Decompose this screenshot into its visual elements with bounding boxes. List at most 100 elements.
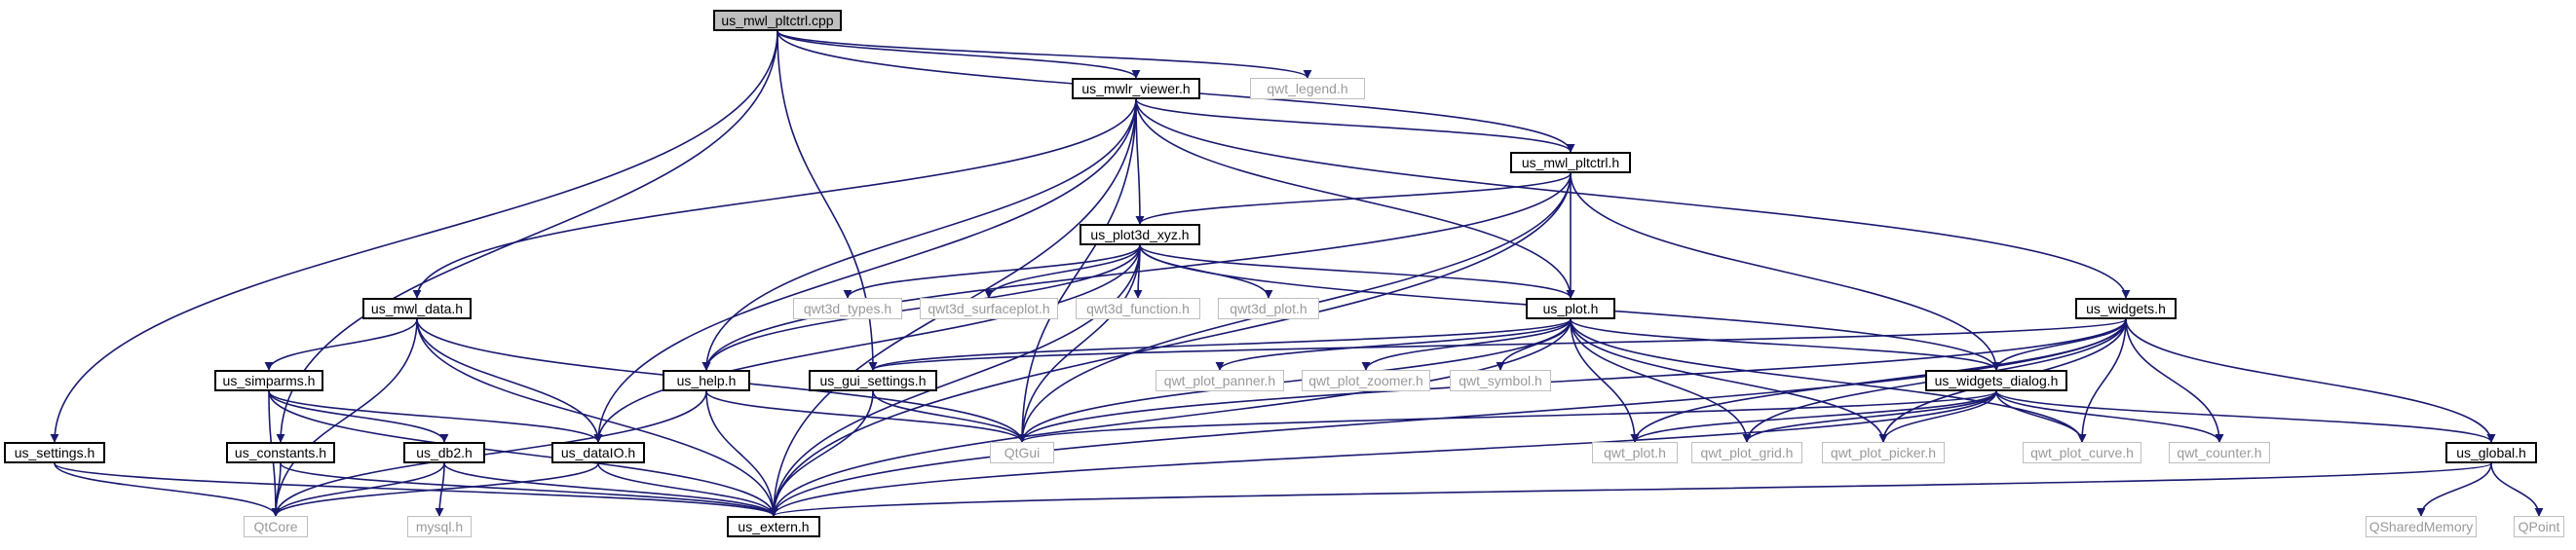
edge-us_global_h-to-QPoint: [2490, 462, 2544, 517]
edge-us_plot_h-to-us_extern_h: [769, 318, 1572, 517]
edge-us_mwlr_viewer_h-to-us_help_h: [701, 98, 1137, 371]
edge-us_settings_h-to-QtCore: [54, 462, 281, 517]
node-qwt-plot-picker-h: qwt_plot_picker.h: [1822, 442, 1945, 463]
edge-us_plot_h-to-QtGui: [1017, 318, 1572, 443]
edge-us_plot_h-to-qwt_plot_h: [1570, 318, 1640, 443]
edge-us_mwlr_viewer_h-to-us_widgets_h: [1135, 98, 2131, 299]
node-us-simparms-h[interactable]: us_simparms.h: [214, 370, 323, 391]
node-us-extern-h[interactable]: us_extern.h: [727, 516, 820, 537]
edge-us_plot3d_xyz_h-to-qwt3d_surfaceplot_h: [984, 244, 1141, 299]
node-us-db2-h[interactable]: us_db2.h: [403, 442, 485, 463]
node-us-mwl-pltctrl-cpp: us_mwl_pltctrl.cpp: [713, 10, 842, 31]
node-qwt-symbol-h: qwt_symbol.h: [1450, 370, 1551, 391]
edge-us_help_h-to-us_extern_h: [705, 390, 778, 517]
node-qwt3d-types-h: qwt3d_types.h: [793, 298, 902, 319]
edge-us_mwl_data_h-to-QtCore: [271, 318, 418, 517]
node-qwt-counter-h: qwt_counter.h: [2169, 442, 2270, 463]
edge-us_mwlr_viewer_h-to-us_mwl_pltctrl_h: [1135, 98, 1575, 153]
edge-us_db2_h-to-QtCore: [271, 462, 445, 517]
node-qwt3d-surfaceplot-h: qwt3d_surfaceplot.h: [920, 298, 1058, 319]
edge-us_plot3d_xyz_h-to-us_plot_h: [1139, 244, 1575, 299]
node-qwt-plot-panner-h: qwt_plot_panner.h: [1155, 370, 1284, 391]
node-us-widgets-dialog-h[interactable]: us_widgets_dialog.h: [1925, 370, 2067, 391]
edge-us_plot_h-to-us_gui_settings_h: [868, 318, 1572, 371]
edge-us_simparms_h-to-us_dataIO_h: [268, 390, 603, 443]
edge-us_mwl_pltctrl_cpp-to-us_mwlr_viewer_h: [777, 30, 1141, 79]
edge-us_mwl_pltctrl_h-to-us_plot3d_xyz_h: [1135, 172, 1572, 225]
node-us-mwlr-viewer-h[interactable]: us_mwlr_viewer.h: [1072, 78, 1200, 99]
node-qwt-plot-curve-h: qwt_plot_curve.h: [2023, 442, 2141, 463]
node-qpoint: QPoint: [2514, 516, 2564, 537]
edge-us_db2_h-to-us_extern_h: [443, 462, 778, 517]
edge-us_widgets_h-to-QtGui: [1017, 318, 2127, 443]
edge-us_dataIO_h-to-us_extern_h: [597, 462, 778, 517]
edge-us_gui_settings_h-to-us_extern_h: [769, 390, 874, 517]
edge-us_plot3d_xyz_h-to-us_dataIO_h: [593, 244, 1141, 443]
edge-us_plot_h-to-us_widgets_dialog_h: [1570, 318, 2001, 371]
node-us-constants-h[interactable]: us_constants.h: [226, 442, 335, 463]
edge-us_widgets_dialog_h-to-qwt_counter_h: [1995, 390, 2224, 443]
node-us-global-h[interactable]: us_global.h: [2445, 442, 2537, 463]
node-us-dataio-h[interactable]: us_dataIO.h: [551, 442, 645, 463]
edge-us_widgets_dialog_h-to-QtGui: [1017, 390, 1997, 443]
edge-us_mwlr_viewer_h-to-us_mwl_data_h: [412, 98, 1137, 299]
edge-us_simparms_h-to-us_extern_h: [268, 390, 778, 517]
edge-us_help_h-to-QtGui: [705, 390, 1027, 443]
edge-us_dataIO_h-to-QtCore: [271, 462, 599, 517]
edge-us_mwl_data_h-to-us_simparms_h: [264, 318, 418, 371]
node-us-mwl-data-h[interactable]: us_mwl_data.h: [362, 298, 472, 319]
node-mysql-h: mysql.h: [407, 516, 472, 537]
edge-us_mwl_pltctrl_cpp-to-us_settings_h: [50, 30, 778, 443]
node-us-mwl-pltctrl-h[interactable]: us_mwl_pltctrl.h: [1510, 152, 1631, 173]
edge-us_widgets_dialog_h-to-qwt_plot_grid_h: [1742, 390, 1997, 443]
edge-us_widgets_h-to-us_global_h: [2125, 318, 2496, 443]
edge-us_mwl_pltctrl_cpp-to-qwt_legend_h: [777, 30, 1312, 79]
edge-us_constants_h-to-us_extern_h: [280, 462, 778, 517]
node-qtcore: QtCore: [244, 516, 308, 537]
node-us-plot-h[interactable]: us_plot.h: [1526, 298, 1615, 319]
edge-us_help_h-to-QtCore: [271, 390, 707, 517]
node-qwt-plot-h: qwt_plot.h: [1592, 442, 1678, 463]
edge-us_widgets_dialog_h-to-qwt_plot_h: [1630, 390, 1997, 443]
edge-us_plot3d_xyz_h-to-qwt3d_types_h: [843, 244, 1141, 299]
node-qwt-plot-zoomer-h: qwt_plot_zoomer.h: [1302, 370, 1430, 391]
node-us-help-h[interactable]: us_help.h: [663, 370, 750, 391]
edge-us_plot3d_xyz_h-to-us_extern_h: [769, 244, 1141, 517]
edge-us_plot_h-to-qwt_plot_picker_h: [1570, 318, 1888, 443]
edge-us_settings_h-to-us_extern_h: [54, 462, 778, 517]
node-us-gui-settings-h[interactable]: us_gui_settings.h: [809, 370, 937, 391]
node-qwt-plot-grid-h: qwt_plot_grid.h: [1691, 442, 1802, 463]
edge-us_simparms_h-to-us_db2_h: [268, 390, 449, 443]
edge-us_widgets_h-to-us_gui_settings_h: [868, 318, 2127, 371]
node-qwt-legend-h: qwt_legend.h: [1250, 78, 1365, 99]
edge-us_widgets_dialog_h-to-qwt_plot_curve_h: [1995, 390, 2087, 443]
edge-us_mwl_data_h-to-us_extern_h: [416, 318, 778, 517]
edge-us_widgets_h-to-qwt_counter_h: [2125, 318, 2224, 443]
edge-us_widgets_dialog_h-to-us_extern_h: [769, 390, 1997, 517]
edge-us_mwlr_viewer_h-to-us_dataIO_h: [593, 98, 1137, 443]
node-us-settings-h[interactable]: us_settings.h: [4, 442, 105, 463]
edge-us_mwl_data_h-to-us_dataIO_h: [416, 318, 603, 443]
node-qsharedmemory: QSharedMemory: [2366, 516, 2477, 537]
edge-us_global_h-to-QSharedMemory: [2416, 462, 2492, 517]
node-qtgui: QtGui: [990, 442, 1054, 463]
edge-us_mwl_pltctrl_cpp-to-us_constants_h: [276, 30, 778, 443]
edge-us_mwl_pltctrl_h-to-us_widgets_dialog_h: [1570, 172, 2001, 371]
node-us-widgets-h[interactable]: us_widgets.h: [2075, 298, 2177, 319]
edge-us_mwl_pltctrl_h-to-us_extern_h: [769, 172, 1572, 517]
edge-us_mwlr_viewer_h-to-QtGui: [1017, 98, 1137, 443]
edge-us_plot_h-to-qwt_plot_grid_h: [1570, 318, 1752, 443]
node-qwt3d-function-h: qwt3d_function.h: [1076, 298, 1200, 319]
edge-us_widgets_h-to-qwt_plot_curve_h: [2077, 318, 2127, 443]
edge-us_gui_settings_h-to-QtGui: [872, 390, 1027, 443]
edge-us_plot_h-to-qwt_plot_panner_h: [1215, 318, 1572, 371]
edge-us_global_h-to-us_extern_h: [770, 462, 2492, 517]
edge-us_widgets_dialog_h-to-qwt_plot_picker_h: [1878, 390, 1997, 443]
node-qwt3d-plot-h: qwt3d_plot.h: [1218, 298, 1319, 319]
edge-us_widgets_dialog_h-to-us_global_h: [1995, 390, 2496, 443]
edge-us_mwlr_viewer_h-to-us_plot3d_xyz_h: [1135, 98, 1145, 225]
edge-us_plot3d_xyz_h-to-QtGui: [1017, 244, 1141, 443]
node-us-plot3d-xyz-h[interactable]: us_plot3d_xyz.h: [1080, 224, 1200, 245]
